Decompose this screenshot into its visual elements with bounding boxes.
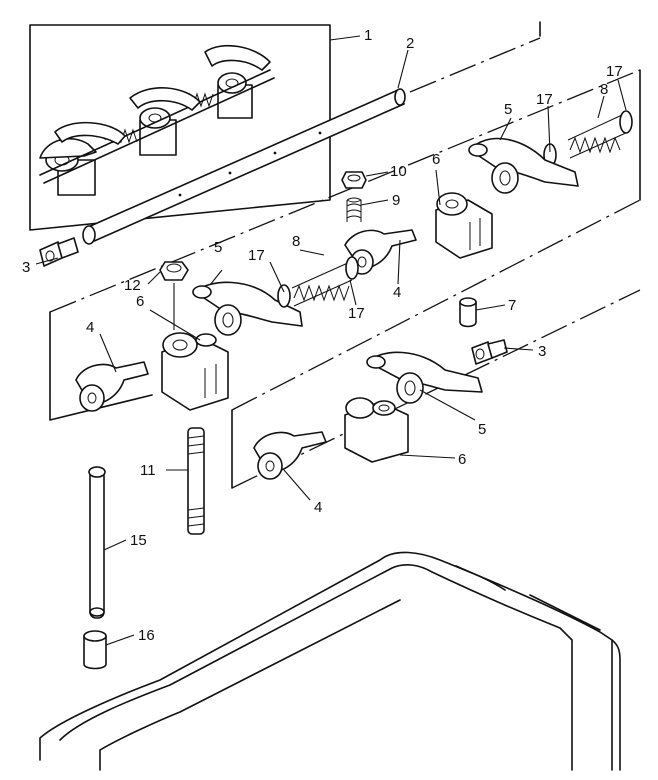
rocker-shaft bbox=[82, 88, 406, 245]
pedestal-lower-right bbox=[344, 397, 409, 463]
callout-6c: 6 bbox=[458, 451, 466, 468]
rocker-arm-lower-right bbox=[366, 351, 483, 404]
cylinder-head-outline bbox=[39, 551, 621, 771]
spring-8-middle bbox=[291, 261, 353, 307]
callout-12: 12 bbox=[124, 277, 141, 294]
callout-11: 11 bbox=[140, 462, 156, 479]
callout-7: 7 bbox=[508, 297, 516, 314]
callout-15: 15 bbox=[130, 532, 147, 549]
callout-6a: 6 bbox=[136, 293, 144, 310]
banjo-bolt-left bbox=[39, 237, 79, 267]
rocker-arm-upper-right bbox=[468, 137, 579, 194]
assembled-rocker-inset bbox=[29, 24, 331, 231]
callout-5c: 5 bbox=[478, 421, 486, 438]
pushrod-15 bbox=[88, 466, 106, 619]
callout-1: 1 bbox=[364, 27, 372, 44]
callout-17b: 17 bbox=[348, 305, 365, 322]
stud-11 bbox=[187, 427, 205, 535]
spring-8-upper bbox=[567, 114, 629, 159]
callout-5b: 5 bbox=[504, 101, 512, 118]
callout-17c: 17 bbox=[536, 91, 553, 108]
callout-5a: 5 bbox=[214, 239, 222, 256]
inset-pedestal-1 bbox=[39, 137, 97, 196]
callout-8b: 8 bbox=[600, 81, 608, 98]
pedestal-upper-right bbox=[435, 192, 493, 259]
callout-9: 9 bbox=[392, 192, 400, 209]
sleeve-7 bbox=[459, 297, 477, 328]
callout-4b: 4 bbox=[86, 319, 94, 336]
callout-3a: 3 bbox=[22, 259, 30, 276]
spring-9 bbox=[346, 197, 363, 222]
nut-10 bbox=[341, 171, 367, 189]
callout-4c: 4 bbox=[314, 499, 322, 516]
callout-17d: 17 bbox=[606, 63, 623, 80]
pedestal-left bbox=[161, 332, 229, 411]
banjo-bolt-right bbox=[471, 339, 508, 365]
callout-16: 16 bbox=[138, 627, 155, 644]
inset-pedestal-2 bbox=[139, 107, 177, 156]
callout-4a: 4 bbox=[393, 284, 401, 301]
washer-17-upper-right bbox=[619, 110, 633, 134]
callout-17a: 17 bbox=[248, 247, 265, 264]
callout-10: 10 bbox=[390, 163, 407, 180]
washer-17-mid-right bbox=[345, 256, 359, 280]
callout-6b: 6 bbox=[432, 151, 440, 168]
leader-lines bbox=[35, 35, 627, 646]
rocker-4-left bbox=[75, 361, 149, 412]
callout-labels: 1 2 3 3 4 4 4 5 5 5 6 6 6 7 8 8 9 10 11 … bbox=[22, 27, 623, 644]
nut-12 bbox=[159, 261, 189, 281]
callout-8a: 8 bbox=[292, 233, 300, 250]
tappet-16 bbox=[83, 630, 107, 670]
callout-3b: 3 bbox=[538, 343, 546, 360]
rocker-arm-middle bbox=[192, 281, 303, 336]
washer-17-mid-left bbox=[277, 284, 291, 308]
callout-2: 2 bbox=[406, 35, 414, 52]
rocker-4-lower bbox=[253, 431, 327, 480]
